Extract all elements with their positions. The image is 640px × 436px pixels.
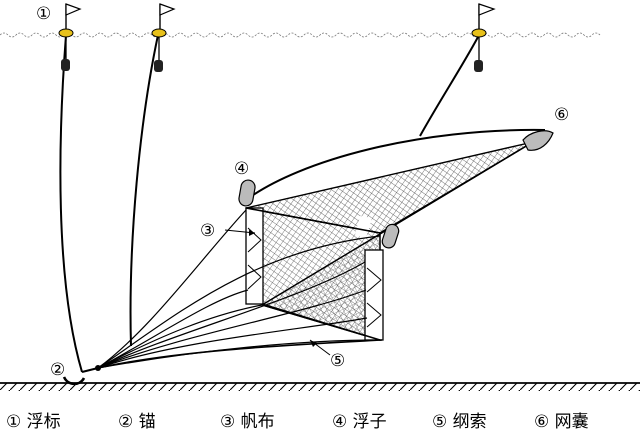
water-surface xyxy=(0,32,601,38)
callout-codend: ⑥ xyxy=(554,105,569,125)
legend-item-codend: ⑥ 网囊 xyxy=(534,412,589,432)
callout-buoy: ① xyxy=(36,4,51,24)
legend-item-rope: ⑤ 纲索 xyxy=(432,412,487,432)
legend-item-anchor: ② 锚 xyxy=(118,412,156,432)
cod-end xyxy=(522,130,554,151)
canvas-frame xyxy=(245,207,384,341)
bridle-ropes xyxy=(97,209,381,369)
callout-canvas: ③ xyxy=(200,221,215,241)
leader-3-arrow xyxy=(249,230,255,236)
leader-5-arrow xyxy=(310,340,317,347)
callout-anchor: ② xyxy=(50,360,65,380)
headline-rope xyxy=(245,128,546,201)
buoy-2 xyxy=(151,3,176,72)
buoy-3 xyxy=(471,3,496,72)
legend: ① 浮标 ② 锚 ③ 帆布 ④ 浮子 ⑤ 纲索 ⑥ 网囊 xyxy=(0,401,640,433)
legend-item-buoy: ① 浮标 xyxy=(6,412,61,432)
buoy-line-3 xyxy=(419,36,479,137)
buoy-line-1 xyxy=(59,34,83,373)
buoy-1 xyxy=(58,3,82,71)
callout-float: ④ xyxy=(234,159,249,179)
seabed-hatch xyxy=(0,383,640,391)
legend-item-canvas: ③ 帆布 xyxy=(220,412,275,432)
callout-rope: ⑤ xyxy=(330,351,345,371)
float-left xyxy=(238,179,256,207)
canvas-highlight xyxy=(355,216,372,238)
legend-item-float: ④ 浮子 xyxy=(332,412,387,432)
ground-rope xyxy=(97,339,383,369)
buoy-line-2 xyxy=(129,34,159,347)
float-right xyxy=(381,223,400,249)
anchor xyxy=(62,365,101,386)
